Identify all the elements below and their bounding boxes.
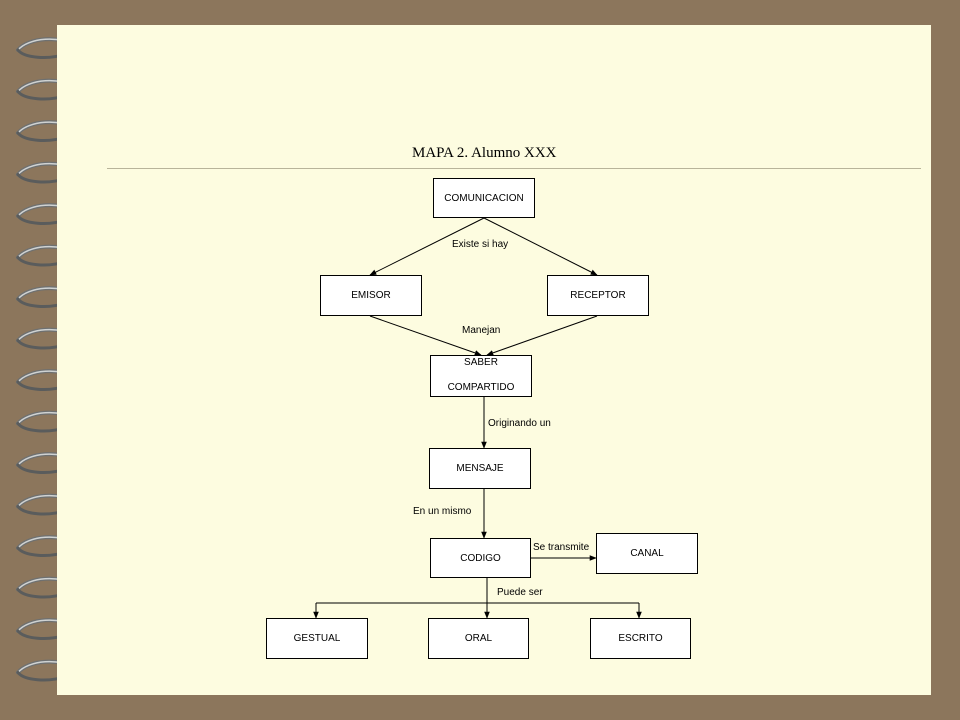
node-mensaje-label: MENSAJE [456, 463, 504, 474]
title-rule [107, 168, 921, 169]
connector-comunicacion-receptor [483, 217, 598, 276]
link-label-mismo: En un mismo [413, 506, 472, 517]
node-comunicacion-label: COMUNICACION [444, 192, 524, 204]
node-canal: CANAL [596, 533, 698, 574]
node-emisor-label: EMISOR [351, 290, 391, 301]
node-codigo-label: CODIGO [460, 552, 501, 564]
node-escrito: ESCRITO [590, 618, 691, 659]
node-receptor-label: RECEPTOR [570, 290, 626, 301]
node-emisor: EMISOR [320, 275, 422, 316]
node-saber-compartido: SABER COMPARTIDO [430, 355, 532, 397]
link-label-existe: Existe si hay [452, 239, 509, 250]
node-gestual: GESTUAL [266, 618, 368, 659]
node-canal-label: CANAL [630, 548, 664, 559]
node-comunicacion: COMUNICACION [433, 178, 535, 218]
connector-emisor-saber [369, 315, 482, 356]
node-escrito-label: ESCRITO [618, 633, 663, 644]
node-codigo: CODIGO [430, 538, 531, 578]
link-label-originando: Originando un [488, 418, 551, 429]
node-oral-label: ORAL [464, 633, 493, 644]
node-saber-label-line1: SABER [464, 357, 498, 368]
link-label-transmite: Se transmite [533, 542, 590, 553]
page-title: MAPA 2. Alumno XXX [412, 145, 557, 161]
node-receptor: RECEPTOR [547, 275, 649, 316]
link-label-puede: Puede ser [497, 587, 543, 598]
connector-receptor-saber [486, 315, 598, 356]
node-mensaje: MENSAJE [429, 448, 531, 489]
node-gestual-label: GESTUAL [293, 633, 341, 644]
node-oral: ORAL [428, 618, 529, 659]
node-saber-label-line2: COMPARTIDO [447, 382, 515, 393]
link-label-manejan: Manejan [462, 325, 501, 336]
connector-comunicacion-emisor [369, 217, 485, 276]
